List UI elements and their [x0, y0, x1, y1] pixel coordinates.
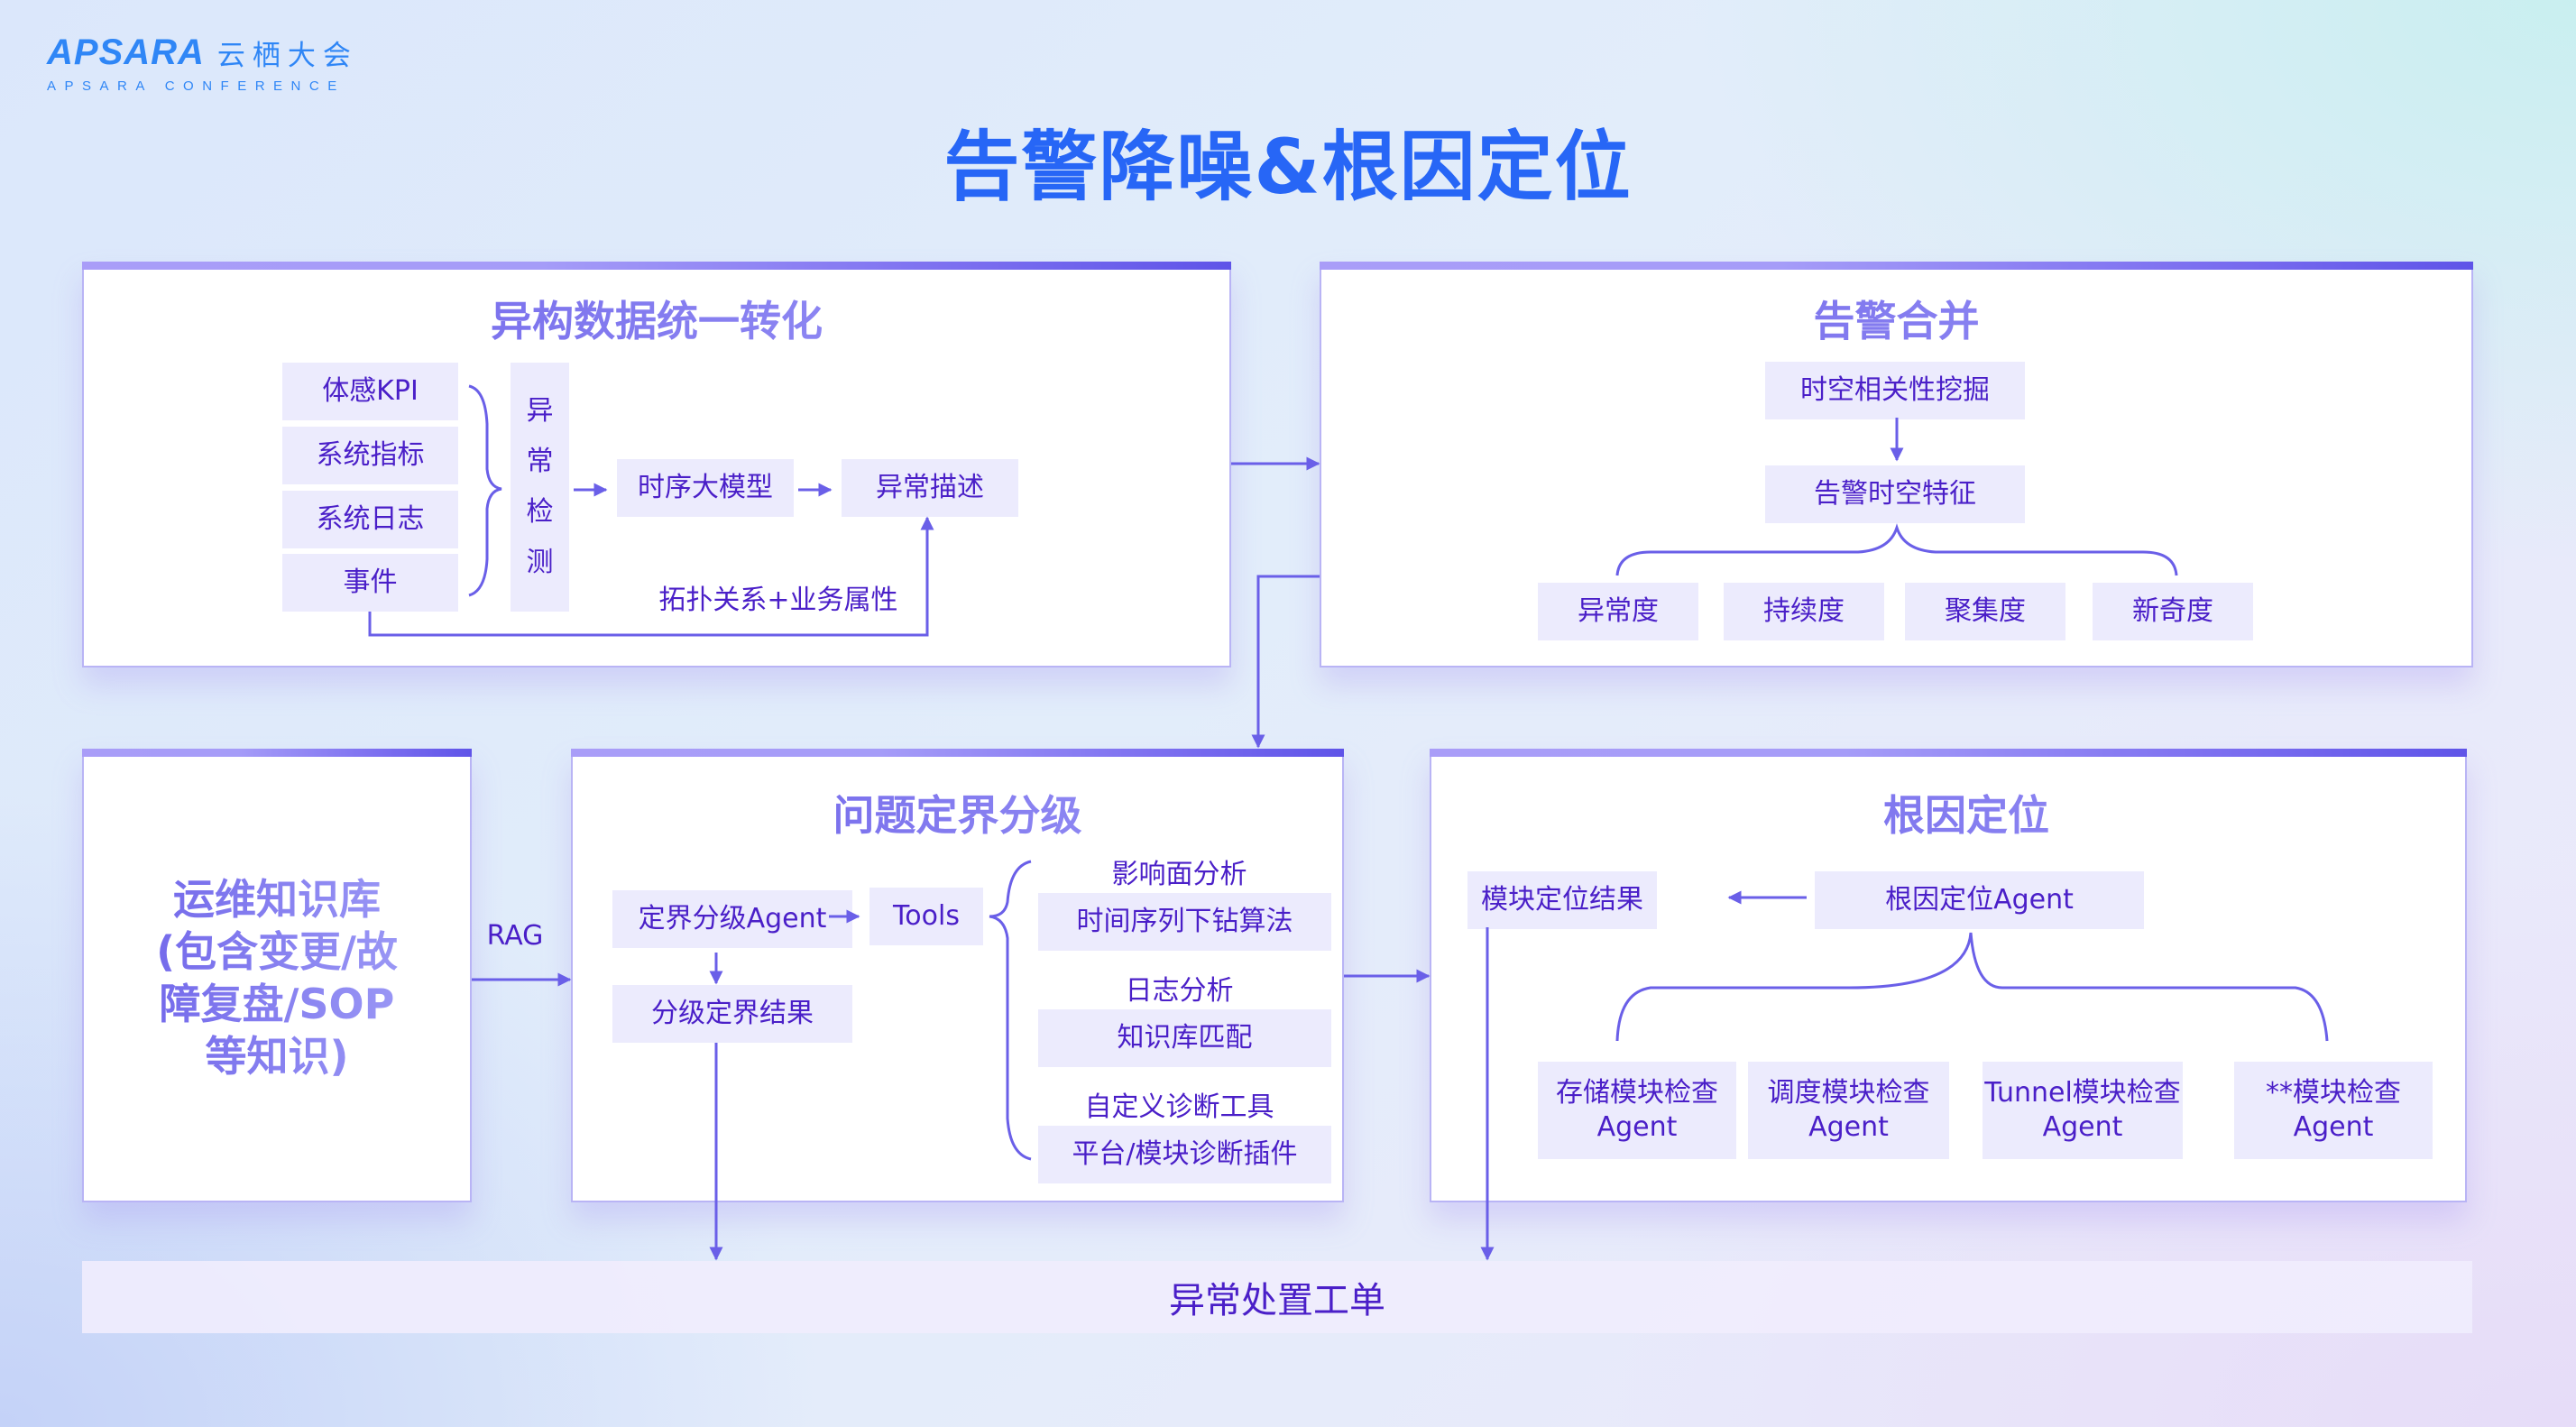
detection-char: 测: [526, 547, 554, 578]
tool-box: 平台/模块诊断插件: [1038, 1126, 1331, 1183]
apsara-logo: APSARA 云栖大会 APSARA CONFERENCE: [47, 32, 372, 96]
logo-brand-cn: 云栖大会: [216, 40, 358, 72]
anomaly-detection-box: 异 常 检 测: [511, 363, 569, 612]
sub-agent-box: **模块检查 Agent: [2234, 1062, 2433, 1159]
sub-agent-box: Tunnel模块检查 Agent: [1983, 1062, 2183, 1159]
panel-heterogeneous-data: 异构数据统一转化 体感KPI 系统指标 系统日志 事件 异 常 检 测 时序大模…: [82, 262, 1231, 667]
metric-box: 聚集度: [1905, 583, 2065, 640]
detection-char: 检: [526, 496, 554, 528]
sub-agent-name: Tunnel模块检查: [1984, 1077, 2181, 1109]
rootcause-agent-box: 根因定位Agent: [1815, 871, 2144, 929]
source-box: 事件: [282, 554, 458, 612]
logo-brand: APSARA: [47, 32, 205, 72]
sub-agent-suffix: Agent: [2042, 1111, 2123, 1143]
arrow-merge-grading: [1251, 575, 1320, 749]
anomaly-description-box: 异常描述: [842, 459, 1018, 517]
sub-agent-name: 存储模块检查: [1556, 1077, 1718, 1109]
spatiotemporal-mining-box: 时空相关性挖掘: [1765, 362, 2025, 419]
sub-agent-suffix: Agent: [1808, 1111, 1889, 1143]
sub-agent-suffix: Agent: [2293, 1111, 2374, 1143]
panel-title-rootcause: 根因定位: [1431, 783, 2465, 842]
metric-box: 持续度: [1724, 583, 1884, 640]
rag-label: RAG: [486, 920, 544, 952]
metric-box: 异常度: [1538, 583, 1698, 640]
panel-problem-grading: 问题定界分级 定界分级Agent Tools 分级定界结果 影响面分析 时间序列…: [571, 749, 1344, 1202]
knowledge-base-title: 运维知识库 (包含变更/故 障复盘/SOP 等知识): [84, 873, 470, 1082]
panel-knowledge-base: 运维知识库 (包含变更/故 障复盘/SOP 等知识): [82, 749, 472, 1202]
timeseries-model-box: 时序大模型: [617, 459, 794, 517]
grading-agent-box: 定界分级Agent: [612, 890, 852, 948]
tool-category-label: 影响面分析: [1111, 859, 1247, 890]
tools-box: Tools: [869, 888, 983, 945]
panel-title-grading: 问题定界分级: [573, 783, 1342, 842]
topology-business-label: 拓扑关系+业务属性: [658, 585, 898, 616]
tool-box: 知识库匹配: [1038, 1009, 1331, 1067]
panel-title-heterogeneous: 异构数据统一转化: [84, 289, 1229, 348]
sub-agent-box: 存储模块检查 Agent: [1538, 1062, 1736, 1159]
panel-title-merge: 告警合并: [1321, 289, 2471, 348]
metric-box: 新奇度: [2093, 583, 2253, 640]
panel-root-cause: 根因定位 模块定位结果 根因定位Agent 存储模块检查 Agent 调度模块检…: [1430, 749, 2467, 1202]
detection-char: 常: [526, 446, 554, 477]
source-box: 系统指标: [282, 427, 458, 484]
tool-category-label: 日志分析: [1125, 975, 1234, 1007]
page-title: 告警降噪&根因定位: [943, 123, 1633, 211]
source-box: 系统日志: [282, 491, 458, 548]
sub-agent-box: 调度模块检查 Agent: [1748, 1062, 1949, 1159]
module-result-box: 模块定位结果: [1467, 871, 1657, 929]
ticket-bar: 异常处置工单: [82, 1261, 2472, 1333]
logo-subtitle: APSARA CONFERENCE: [47, 78, 345, 94]
detection-char: 异: [526, 395, 554, 427]
alert-feature-box: 告警时空特征: [1765, 465, 2025, 523]
panel-alert-merge: 告警合并 时空相关性挖掘 告警时空特征 异常度 持续度 聚集度 新奇度: [1320, 262, 2473, 667]
grading-result-box: 分级定界结果: [612, 985, 852, 1043]
sub-agent-name: 调度模块检查: [1767, 1077, 1930, 1109]
tool-box: 时间序列下钻算法: [1038, 893, 1331, 951]
tool-category-label: 自定义诊断工具: [1084, 1091, 1274, 1123]
sub-agent-name: **模块检查: [2266, 1077, 2401, 1109]
source-box: 体感KPI: [282, 363, 458, 420]
sub-agent-suffix: Agent: [1596, 1111, 1678, 1143]
